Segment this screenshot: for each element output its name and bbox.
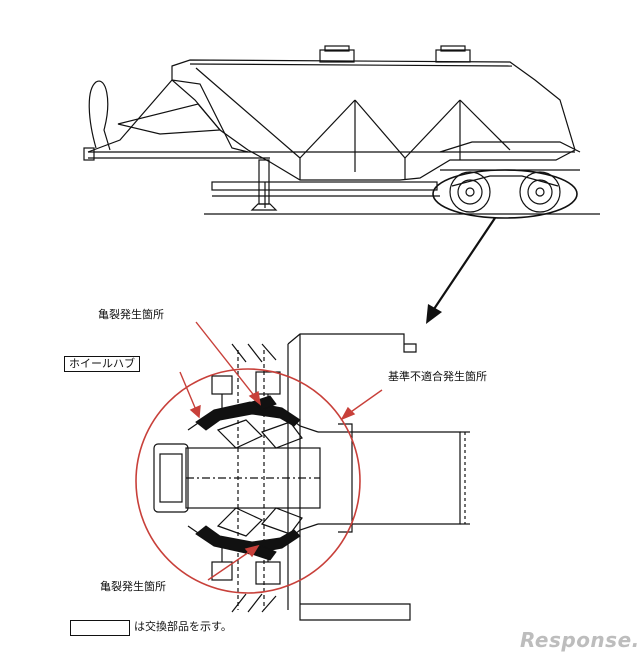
detail-pointer-arrow [426, 217, 496, 324]
legend-swatch [70, 620, 130, 636]
crack-location-bottom-label: 亀裂発生箇所 [100, 580, 166, 593]
nonconforming-area-circle [135, 368, 361, 594]
wheel-hub-label: ホイールハブ [64, 356, 140, 372]
trailer-side-view [83, 45, 600, 215]
wheel-hub-part [195, 395, 301, 561]
legend-text: は交換部品を示す。 [134, 620, 232, 633]
response-watermark: Response. [520, 628, 640, 652]
nonconforming-location-label: 基準不適合発生箇所 [388, 370, 487, 383]
crack-location-top-label: 亀裂発生箇所 [98, 308, 164, 321]
leader-lines [179, 321, 383, 581]
wheel-highlight-ellipse [432, 169, 578, 219]
